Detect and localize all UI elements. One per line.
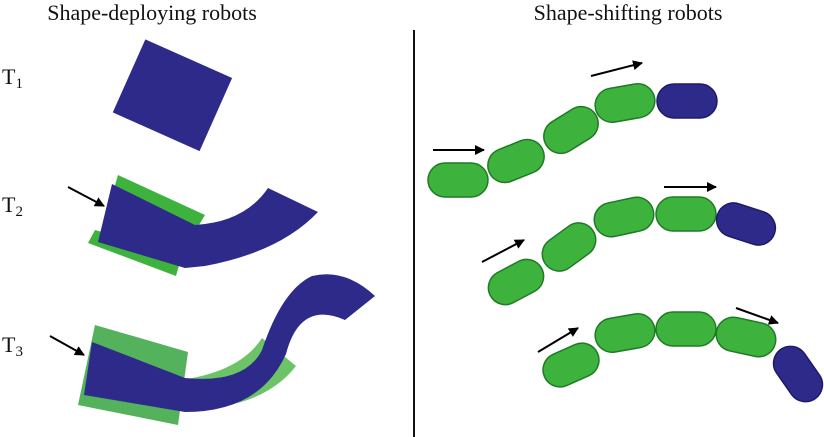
time-label-t1: T1 — [2, 64, 23, 92]
deploying-robot-t3 — [49, 274, 375, 425]
chain-2-arrow-start — [481, 239, 525, 263]
shifting-robot-chain-1 — [427, 60, 718, 198]
chain-3-module-2 — [594, 312, 656, 354]
time-label-t3: T3 — [2, 332, 23, 360]
deploying-robot-t2-green-top-sleeve — [113, 175, 205, 230]
time-label-t2: T2 — [2, 192, 23, 220]
deploying-robot-t2-arrow — [67, 186, 105, 207]
deploying-robot-t2-blue-body — [98, 184, 318, 268]
deploying-robot-t3-blue-body — [84, 274, 375, 412]
chain-2-leading-module — [715, 202, 777, 246]
chain-2-module-1 — [487, 258, 545, 306]
deploying-robot-t3-arrow — [49, 335, 85, 356]
chain-3-leading-module — [772, 345, 824, 403]
deploying-robot-t1-body — [112, 39, 233, 152]
chain-1-leading-module — [656, 83, 718, 119]
chain-1-module-4 — [594, 82, 656, 124]
right-panel-title: Shape-shifting robots — [534, 0, 723, 25]
chain-2-module-3 — [593, 196, 655, 238]
left-panel-title: Shape-deploying robots — [47, 0, 257, 25]
shifting-robot-chain-2 — [481, 182, 777, 306]
deploying-robot-t2 — [67, 175, 318, 276]
chain-1-module-3 — [543, 105, 599, 155]
chain-3-arrow-start — [537, 327, 579, 353]
chain-3-module-3 — [655, 311, 717, 347]
chain-2-module-2 — [541, 222, 597, 272]
shifting-robot-chain-3 — [537, 307, 824, 403]
chain-3-arrow-end — [735, 307, 779, 325]
chain-1-module-1 — [427, 162, 489, 198]
chain-3-module-4 — [715, 316, 777, 358]
chain-1-module-2 — [487, 138, 545, 184]
chain-3-module-1 — [542, 342, 600, 388]
chain-1-arrow-end — [590, 60, 643, 77]
chain-2-module-4 — [655, 196, 717, 232]
